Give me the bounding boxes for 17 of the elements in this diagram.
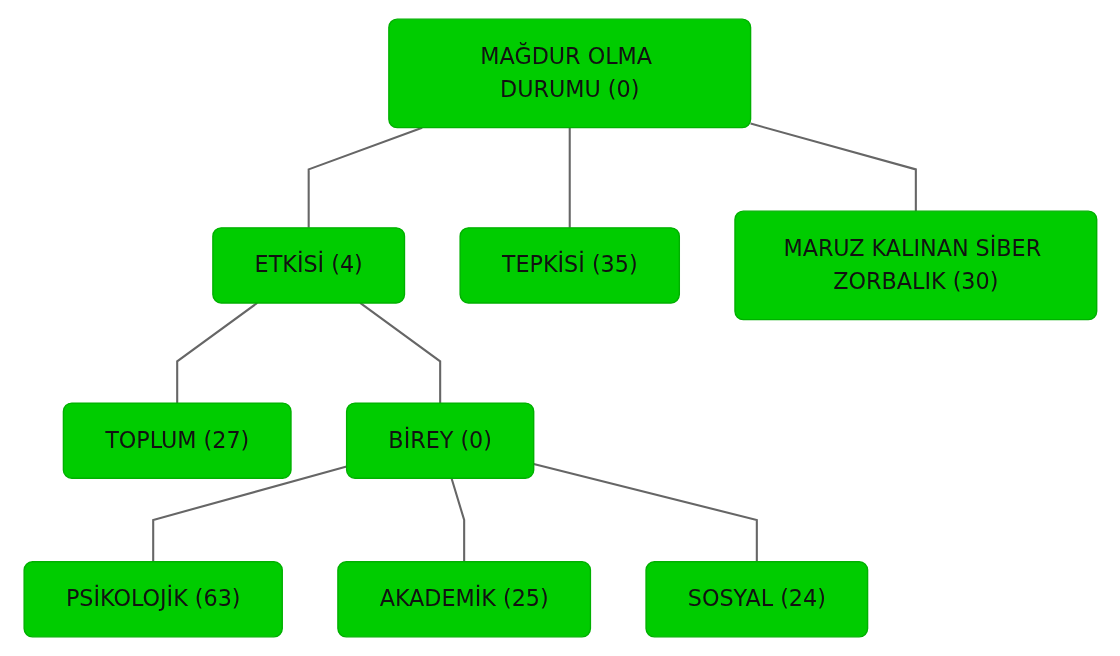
node-box: PSİKOLOJİK (63) [23,561,283,638]
node-box: BİREY (0) [345,402,534,479]
node-box: AKADEMİK (25) [336,561,591,638]
connector [359,302,441,404]
node-box: TOPLUM (27) [62,402,292,479]
node-box: MARUZ KALINAN SİBER ZORBALIK (30) [733,210,1097,321]
connector [749,122,917,212]
connector [307,126,423,228]
connector [175,302,258,404]
connector [568,127,571,228]
node-box: ETKİSİ (4) [211,227,405,304]
node-box: SOSYAL (24) [644,561,868,638]
connector [151,465,347,562]
node-box: TEPKİSİ (35) [459,227,680,304]
node-box: MAĞDUR OLMA DURUMU (0) [387,18,751,129]
connector [450,477,465,562]
connector [533,463,758,562]
